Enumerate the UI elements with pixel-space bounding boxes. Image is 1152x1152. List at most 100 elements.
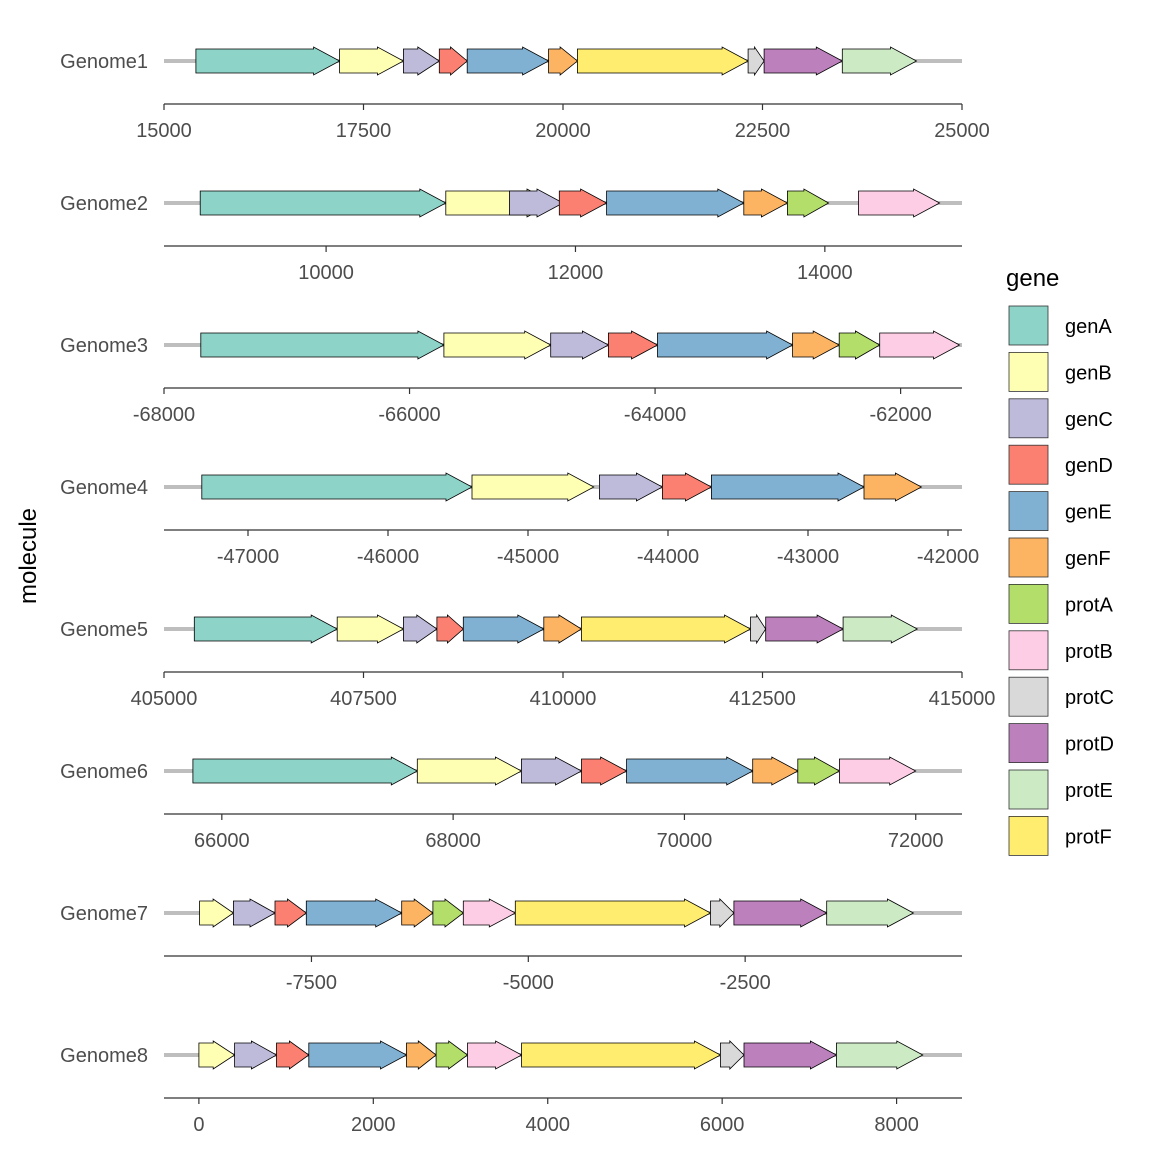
legend-label: genD	[1065, 455, 1113, 477]
gene-arrow-genE	[657, 330, 794, 360]
legend-item-protB: protB	[1008, 630, 1113, 671]
gene-arrow-protC	[720, 1040, 745, 1070]
gene-arrow-genF	[743, 188, 789, 218]
molecule-label: Genome7	[60, 903, 148, 925]
x-tick-label: 6000	[700, 1114, 745, 1136]
molecule-label: Genome4	[60, 477, 148, 499]
legend-title: gene	[1006, 265, 1059, 292]
gene-arrow-genC	[232, 898, 276, 928]
legend-label: genE	[1065, 502, 1112, 524]
gene-arrow-genA	[192, 756, 419, 786]
gene-arrow-genD	[438, 46, 468, 76]
gene-arrow-genD	[662, 472, 713, 502]
legend-swatch	[1008, 537, 1049, 578]
gene-arrow-protF	[514, 898, 712, 928]
gene-arrow-genE	[606, 188, 745, 218]
gene-arrow-protB	[839, 756, 917, 786]
x-tick-label: 68000	[425, 830, 481, 852]
gene-arrow-protB	[858, 188, 941, 218]
legend-item-genB: genB	[1008, 351, 1112, 392]
molecule-label: Genome6	[60, 761, 148, 783]
legend-label: genC	[1065, 409, 1113, 431]
x-tick-label: -2500	[720, 972, 771, 994]
legend-item-protA: protA	[1008, 584, 1113, 624]
gene-arrow-protE	[842, 614, 919, 644]
molecule-label: Genome3	[60, 335, 148, 357]
gene-arrow-protA	[838, 330, 881, 360]
gene-arrow-protD	[763, 46, 844, 76]
molecule-label: Genome8	[60, 1045, 148, 1067]
legend-swatch	[1008, 630, 1049, 671]
gene-arrow-genF	[792, 330, 841, 360]
legend-item-protD: protD	[1008, 723, 1114, 763]
gene-arrow-protC	[747, 45, 765, 77]
gene-arrow-genA	[200, 330, 445, 360]
gene-arrow-genC	[402, 46, 441, 76]
legend-swatch	[1008, 491, 1049, 532]
x-tick-label: -5000	[503, 972, 554, 994]
gene-arrow-genF	[863, 472, 923, 502]
legend-item-genA: genA	[1008, 305, 1112, 346]
x-tick-label: -45000	[497, 546, 559, 568]
legend-swatch	[1008, 398, 1049, 439]
gene-arrow-genF	[752, 756, 799, 786]
gene-arrow-genC	[234, 1040, 278, 1070]
gene-arrow-genA	[195, 46, 341, 76]
molecule-label: Genome1	[60, 51, 148, 73]
gene-arrow-genE	[626, 756, 754, 786]
gene-arrow-genE	[711, 472, 865, 502]
x-tick-label: 22500	[735, 120, 791, 142]
gene-arrow-protF	[581, 614, 752, 644]
legend-swatch	[1008, 769, 1049, 810]
x-tick-label: 17500	[336, 120, 392, 142]
gene-arrow-genF	[548, 46, 579, 76]
legend-swatch	[1008, 305, 1049, 346]
gene-arrow-genE	[466, 46, 550, 76]
x-tick-label: 0	[193, 1114, 204, 1136]
gene-arrow-genB	[471, 472, 595, 502]
gene-arrow-genD	[581, 756, 628, 786]
legend-item-genE: genE	[1008, 491, 1112, 532]
x-tick-label: 14000	[797, 262, 853, 284]
gene-arrow-protA	[435, 1040, 469, 1070]
legend: gene genAgenBgenCgenDgenEgenFprotAprotBp…	[1006, 265, 1114, 856]
x-tick-label: 12000	[548, 262, 604, 284]
x-tick-label: -7500	[286, 972, 337, 994]
legend-swatch	[1008, 723, 1049, 763]
gene-arrow-genB	[339, 46, 405, 76]
legend-label: protD	[1065, 734, 1114, 756]
x-tick-label: -42000	[917, 546, 979, 568]
x-tick-label: 4000	[525, 1114, 570, 1136]
gene-arrow-genA	[199, 188, 447, 218]
legend-label: protC	[1065, 687, 1114, 709]
x-tick-label: 8000	[874, 1114, 919, 1136]
gene-arrow-protA	[787, 188, 830, 218]
gene-arrow-protD	[733, 898, 828, 928]
gene-arrow-genC	[521, 756, 583, 786]
gene-arrow-protC	[750, 613, 767, 645]
x-tick-label: 15000	[136, 120, 192, 142]
x-tick-label: -46000	[357, 546, 419, 568]
x-tick-label: 410000	[530, 688, 597, 710]
legend-swatch	[1008, 351, 1049, 392]
x-tick-label: 25000	[934, 120, 990, 142]
legend-label: protF	[1065, 826, 1112, 848]
legend-swatch	[1008, 584, 1049, 624]
x-tick-label: 70000	[657, 830, 713, 852]
gene-arrow-protF	[521, 1040, 722, 1070]
gene-arrow-protB	[879, 330, 961, 360]
molecule-genome4: Genome4-47000-46000-45000-44000-43000-42…	[60, 472, 979, 568]
gene-arrow-genA	[201, 472, 473, 502]
gene-arrow-protE	[841, 46, 918, 76]
gene-arrow-genB	[336, 614, 405, 644]
x-tick-label: 10000	[298, 262, 354, 284]
x-tick-label: -68000	[133, 404, 195, 426]
y-axis-label: molecule	[15, 508, 42, 604]
gene-arrow-genD	[558, 188, 608, 218]
gene-arrow-protB	[467, 1040, 523, 1070]
